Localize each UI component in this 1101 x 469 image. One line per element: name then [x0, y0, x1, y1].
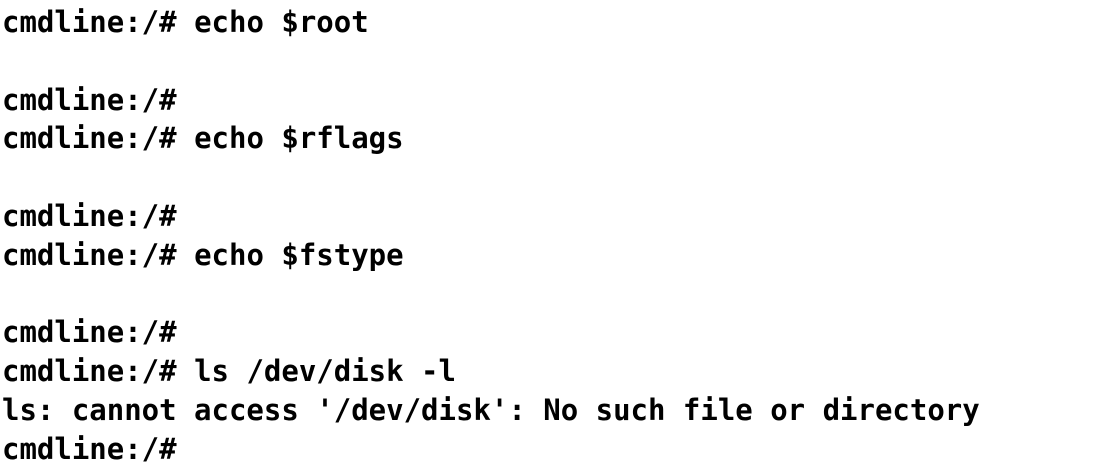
- command-text: echo $fstype: [194, 237, 404, 272]
- terminal-line-2: [2, 42, 1101, 81]
- command-text: echo $root: [194, 5, 369, 39]
- error-output: ls: cannot access '/dev/disk': No such f…: [2, 392, 980, 427]
- terminal-line-8: [2, 275, 1101, 314]
- command-text: echo $rflags: [194, 121, 404, 156]
- command-text: ls /dev/disk -l: [194, 354, 456, 389]
- terminal-line-1: cmdline:/# echo $root: [2, 3, 1101, 42]
- terminal-line-4: cmdline:/# echo $rflags: [2, 119, 1101, 158]
- terminal-line-6: cmdline:/#: [2, 197, 1101, 236]
- shell-prompt: cmdline:/#: [2, 431, 177, 466]
- shell-prompt: cmdline:/#: [2, 121, 177, 156]
- terminal-line-12[interactable]: cmdline:/#: [2, 430, 1101, 469]
- terminal-line-10: cmdline:/# ls /dev/disk -l: [2, 352, 1101, 391]
- terminal-line-5: [2, 158, 1101, 197]
- shell-prompt: cmdline:/#: [2, 5, 177, 39]
- terminal-line-9: cmdline:/#: [2, 313, 1101, 352]
- shell-prompt: cmdline:/#: [2, 237, 177, 272]
- shell-prompt: cmdline:/#: [2, 198, 177, 233]
- shell-prompt: cmdline:/#: [2, 82, 177, 117]
- shell-prompt: cmdline:/#: [2, 315, 177, 350]
- terminal-line-11: ls: cannot access '/dev/disk': No such f…: [2, 391, 1101, 430]
- terminal-line-3: cmdline:/#: [2, 81, 1101, 120]
- shell-prompt: cmdline:/#: [2, 354, 177, 389]
- terminal-line-7: cmdline:/# echo $fstype: [2, 236, 1101, 275]
